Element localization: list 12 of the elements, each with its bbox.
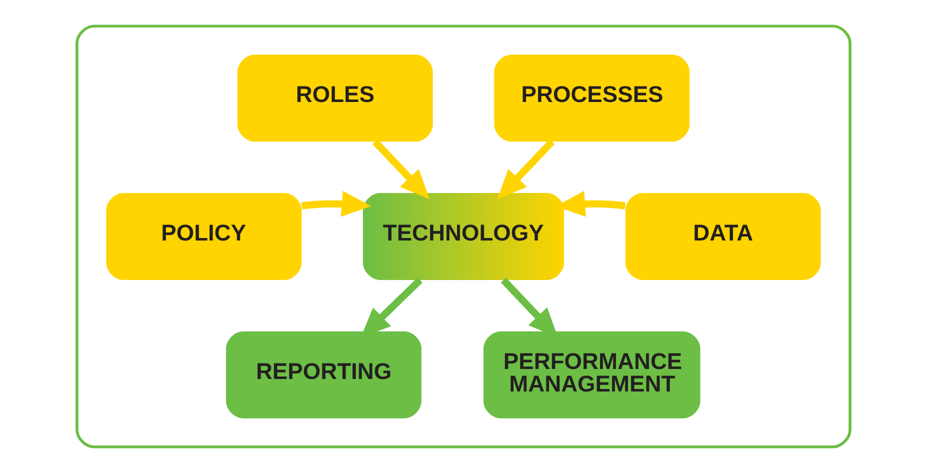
arrow — [372, 138, 430, 199]
arrow — [301, 190, 372, 216]
node-box: TECHNOLOGY — [362, 192, 564, 280]
cluster — [76, 24, 852, 448]
arrow — [497, 138, 555, 199]
node-box: PROCESSES — [494, 54, 690, 142]
node-box: PERFORMANCE MANAGEMENT — [483, 330, 700, 418]
node-box: DATA — [625, 192, 821, 280]
node-box: REPORTING — [226, 330, 422, 418]
arrow — [556, 190, 626, 216]
node-box: POLICY — [106, 192, 302, 280]
node-box: ROLES — [237, 54, 433, 142]
